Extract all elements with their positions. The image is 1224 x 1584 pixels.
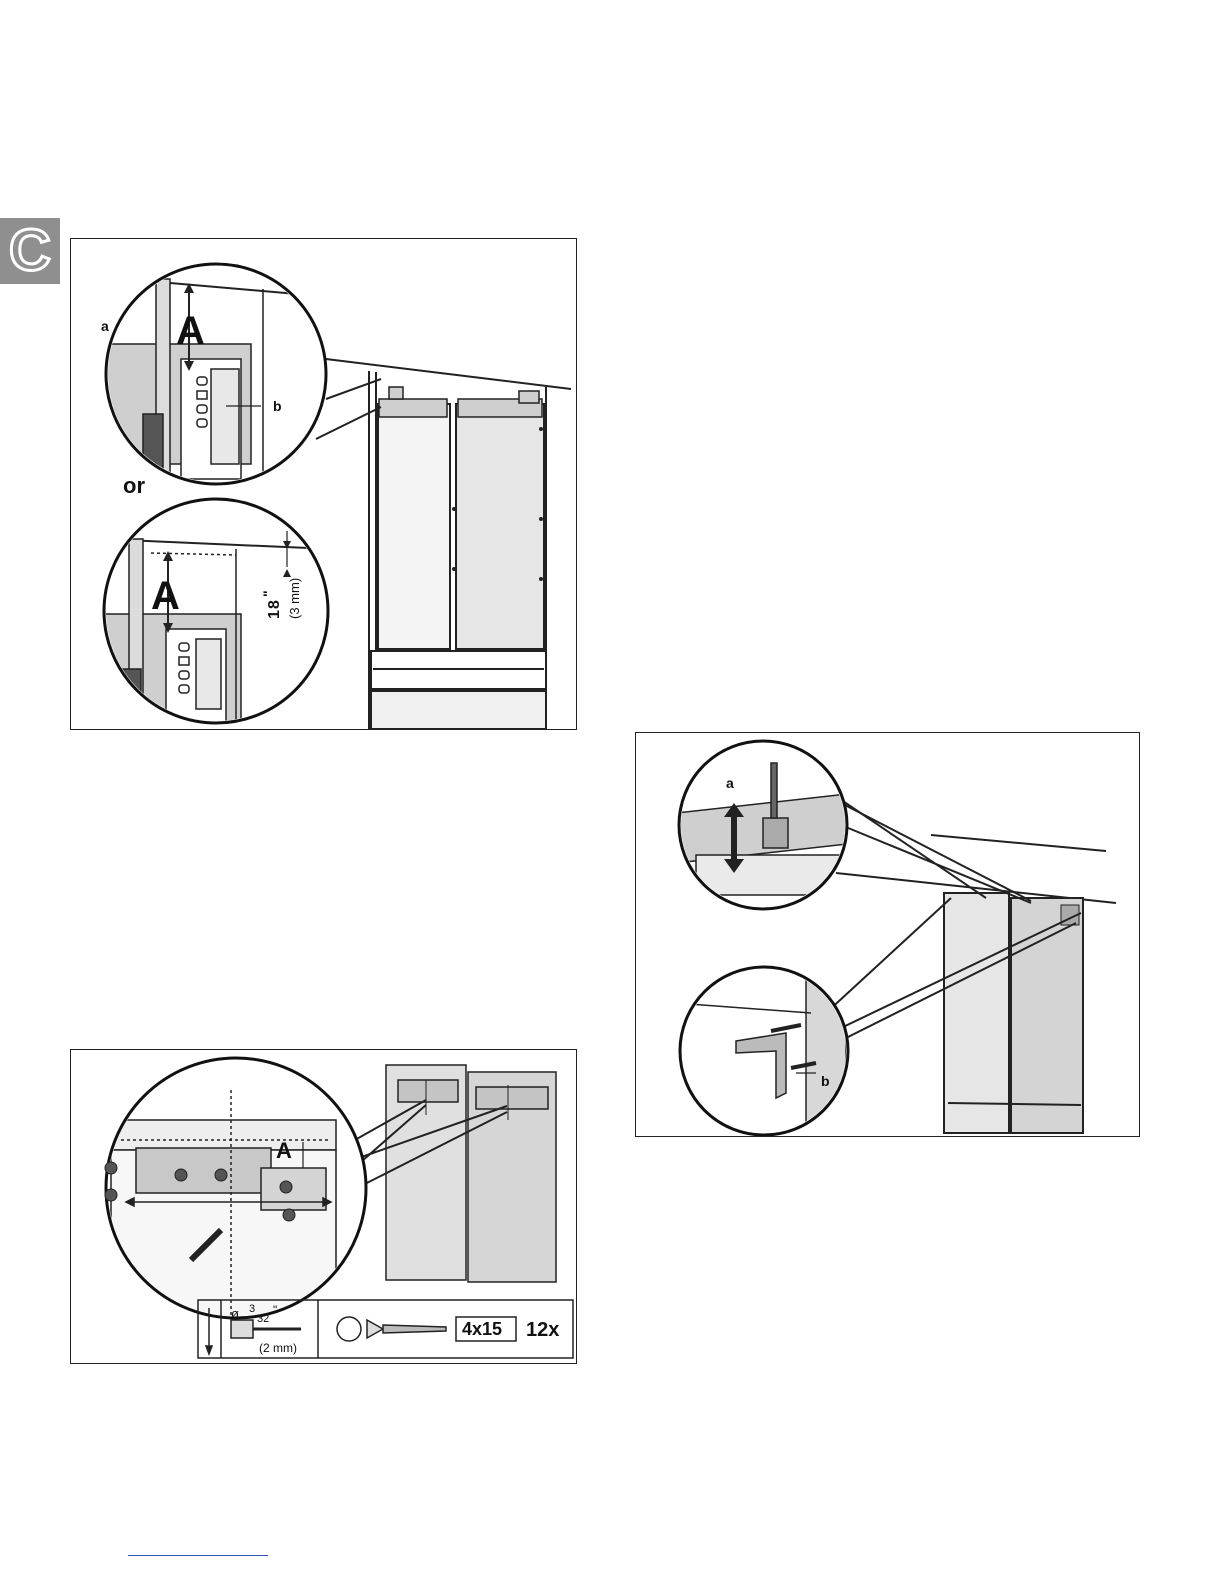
section-tab: C	[0, 218, 60, 284]
label-b: b	[273, 398, 282, 414]
footer-link-underline[interactable]	[128, 1555, 268, 1556]
magnifier-screw: a	[676, 741, 856, 909]
drill-diameter-symbol: ø	[231, 1306, 239, 1321]
label-a: a	[101, 318, 109, 334]
figure-panel-height-adjust: A a b or	[70, 238, 577, 730]
figure-panel-fine-adjust: a b	[635, 732, 1140, 1137]
section-letter: C	[9, 222, 51, 280]
screw-size: 4x15	[462, 1319, 502, 1339]
label-A: A	[276, 1138, 292, 1163]
label-b: b	[821, 1073, 830, 1089]
label-or: or	[123, 473, 145, 498]
magnifier-lower: A 1 8 " (3 mm)	[91, 499, 331, 729]
drill-fraction-den: 32	[257, 1313, 269, 1325]
drill-metric: (2 mm)	[259, 1341, 297, 1355]
figure-panel-bracket-mount: A ø 3 32 " (2 mm) 4x15 12x	[70, 1049, 577, 1364]
fraction-unit: "	[260, 590, 276, 597]
drill-unit: "	[273, 1303, 277, 1317]
illustration-height-adjust: A a b or	[71, 239, 576, 729]
metric-value: (3 mm)	[287, 578, 302, 619]
magnifier-upper: A a b	[91, 264, 331, 494]
magnifier-clip: b	[676, 967, 848, 1136]
label-A-lower: A	[151, 574, 180, 618]
fraction-numerator: 1	[266, 610, 283, 619]
fraction-denominator: 8	[266, 600, 283, 609]
drill-fraction-num: 3	[249, 1303, 255, 1315]
illustration-bracket-mount: A ø 3 32 " (2 mm) 4x15 12x	[71, 1050, 576, 1363]
label-A-upper: A	[176, 309, 205, 353]
illustration-fine-adjust: a b	[636, 733, 1139, 1136]
quantity: 12x	[526, 1319, 559, 1341]
label-a: a	[726, 775, 734, 791]
